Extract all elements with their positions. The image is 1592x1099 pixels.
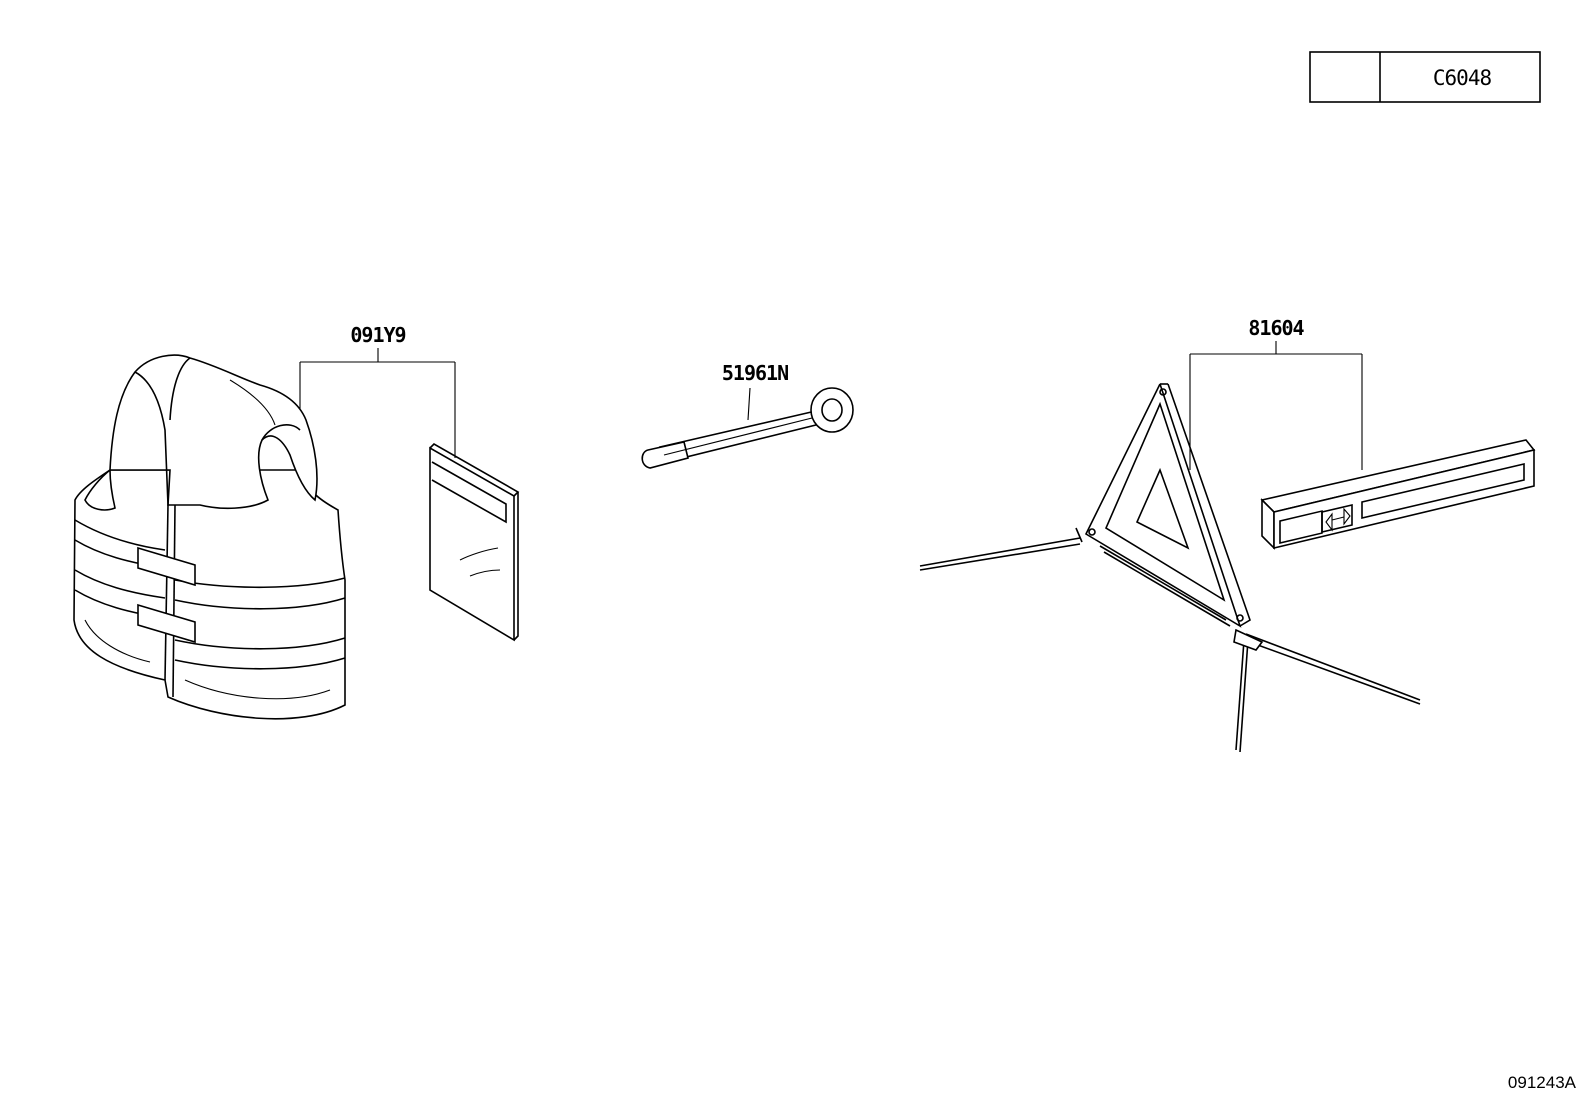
part-label-51961N[interactable]: 51961N <box>722 361 789 385</box>
header-code: C6048 <box>1433 66 1492 90</box>
part-group-091Y9: 091Y9 <box>73 323 520 720</box>
leader-line-51961N <box>747 387 751 421</box>
warning-triangle-drawing <box>919 383 1421 753</box>
figure-number: 091243A <box>1508 1073 1577 1092</box>
triangle-case-drawing <box>1260 439 1536 550</box>
towing-eye-drawing <box>641 387 854 469</box>
storage-pouch-drawing <box>429 443 520 642</box>
part-label-091Y9[interactable]: 091Y9 <box>350 323 406 347</box>
header-box: C6048 <box>1309 51 1541 103</box>
safety-vest-drawing <box>73 354 346 720</box>
part-group-51961N: 51961N <box>641 361 854 469</box>
leader-lines-81604 <box>1189 341 1363 470</box>
part-group-81604: 81604 <box>919 316 1536 753</box>
part-label-81604[interactable]: 81604 <box>1248 316 1305 340</box>
leader-lines-091Y9 <box>299 348 456 458</box>
